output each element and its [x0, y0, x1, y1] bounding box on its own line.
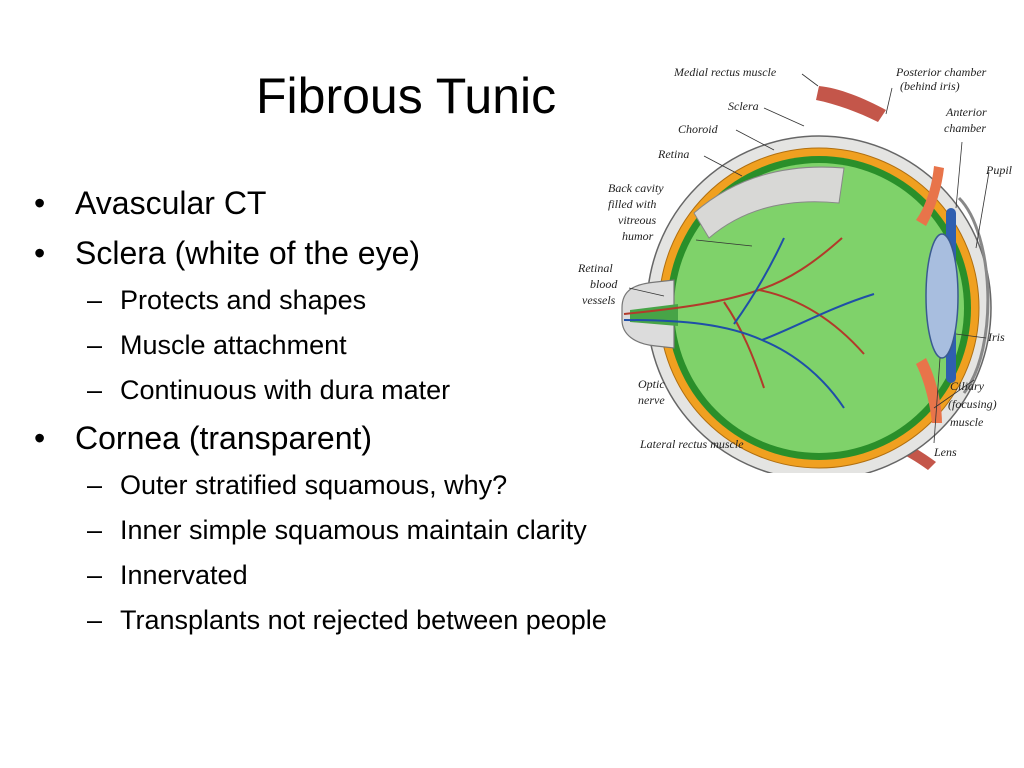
label-back-cavity-1: Back cavity	[608, 181, 664, 195]
label-optic-2: nerve	[638, 393, 665, 407]
label-posterior-chamber: Posterior chamber	[895, 65, 987, 79]
sub-bullet-item: –Innervated	[34, 553, 607, 598]
dash-icon: –	[87, 470, 103, 500]
dash-icon: –	[87, 605, 103, 635]
label-retinal-2: blood	[590, 277, 618, 291]
bullet-text: Avascular CT	[75, 185, 267, 221]
label-posterior-chamber-2: (behind iris)	[900, 79, 960, 93]
label-retina: Retina	[657, 147, 689, 161]
sub-bullet-item: –Muscle attachment	[34, 323, 607, 368]
label-pupil: Pupil	[985, 163, 1013, 177]
sub-bullet-item: –Transplants not rejected between people	[34, 598, 607, 643]
sub-bullet-text: Protects and shapes	[120, 285, 367, 315]
label-anterior-chamber: chamber	[944, 121, 986, 135]
label-iris: Iris	[987, 330, 1005, 344]
bullet-text: Cornea (transparent)	[75, 420, 373, 456]
medial-rectus-muscle	[816, 86, 886, 122]
eye-anatomy-svg: Medial rectus muscle Posterior chamber (…	[577, 65, 1013, 473]
label-lateral-rectus: Lateral rectus muscle	[639, 437, 744, 451]
sub-bullet-item: –Continuous with dura mater	[34, 368, 607, 413]
sub-bullet-text: Transplants not rejected between people	[120, 605, 607, 635]
sub-bullet-text: Outer stratified squamous, why?	[120, 470, 508, 500]
dash-icon: –	[87, 515, 103, 545]
label-choroid: Choroid	[678, 122, 719, 136]
sub-bullet-item: –Outer stratified squamous, why?	[34, 463, 607, 508]
sub-bullet-text: Inner simple squamous maintain clarity	[120, 515, 587, 545]
sub-bullet-item: –Protects and shapes	[34, 278, 607, 323]
eye-anatomy-diagram: Medial rectus muscle Posterior chamber (…	[574, 58, 1024, 473]
label-ciliary-1: Ciliary	[950, 379, 985, 393]
bullet-item: • Sclera (white of the eye)	[34, 228, 607, 278]
bullet-dot-icon: •	[34, 235, 46, 271]
slide-title: Fibrous Tunic	[256, 68, 557, 124]
leader-lines	[628, 73, 990, 444]
sub-bullet-text: Innervated	[120, 560, 248, 590]
cornea	[957, 196, 990, 394]
dash-icon: –	[87, 330, 103, 360]
dash-icon: –	[87, 285, 103, 315]
bullet-item: • Cornea (transparent)	[34, 413, 607, 463]
bullet-text: Sclera (white of the eye)	[75, 235, 421, 271]
sub-bullet-text: Muscle attachment	[120, 330, 347, 360]
bullet-dot-icon: •	[34, 185, 46, 221]
label-anterior: Anterior	[945, 105, 987, 119]
bullet-list: • Avascular CT • Sclera (white of the eye)…	[34, 178, 607, 643]
vitreous-body	[674, 163, 964, 453]
label-back-cavity-3: vitreous	[618, 213, 657, 227]
sub-bullet-item: –Inner simple squamous maintain clarity	[34, 508, 607, 553]
label-back-cavity-4: humor	[622, 229, 654, 243]
label-lens: Lens	[933, 445, 957, 459]
label-sclera: Sclera	[728, 99, 759, 113]
label-retinal-3: vessels	[582, 293, 616, 307]
cutaway-wall	[693, 166, 845, 239]
bullet-dot-icon: •	[34, 420, 46, 456]
label-ciliary-2: (focusing)	[948, 397, 997, 411]
label-retinal-1: Retinal	[577, 261, 613, 275]
label-ciliary-3: muscle	[950, 415, 984, 429]
retinal-vessels	[623, 237, 875, 409]
dash-icon: –	[87, 375, 103, 405]
label-optic-1: Optic	[638, 377, 665, 391]
ciliary-muscle-upper	[916, 166, 944, 226]
lens	[925, 233, 959, 359]
dash-icon: –	[87, 560, 103, 590]
label-medial-rectus: Medial rectus muscle	[673, 65, 777, 79]
bullet-item: • Avascular CT	[34, 178, 607, 228]
label-back-cavity-2: filled with	[608, 197, 656, 211]
sub-bullet-text: Continuous with dura mater	[120, 375, 451, 405]
